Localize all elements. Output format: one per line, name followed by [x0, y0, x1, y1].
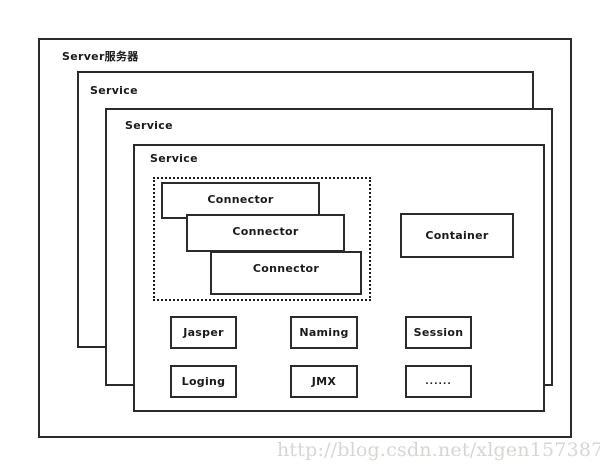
service-frame-1-label: Service — [90, 84, 138, 97]
connector-box-3[interactable]: Connector — [210, 251, 362, 295]
connector-box-1-label: Connector — [207, 193, 274, 206]
component-box-jmx[interactable]: JMX — [290, 365, 358, 398]
component-box-jasper-label: Jasper — [183, 326, 224, 339]
service-frame-3-label: Service — [150, 152, 198, 165]
service-frame-2-label: Service — [125, 119, 173, 132]
component-box-jmx-label: JMX — [311, 375, 337, 388]
connector-box-2-label: Connector — [232, 225, 299, 238]
container-box[interactable]: Container — [400, 213, 514, 258]
component-box-naming-label: Naming — [299, 326, 349, 339]
connector-box-2[interactable]: Connector — [186, 214, 345, 252]
container-box-label: Container — [425, 229, 489, 242]
component-box-naming[interactable]: Naming — [290, 316, 358, 349]
component-box-ellipsis-label: ...... — [425, 376, 452, 387]
watermark-text: http://blog.csdn.net/xlgen157387 — [277, 439, 600, 461]
component-box-ellipsis[interactable]: ...... — [405, 365, 472, 398]
connector-box-3-label: Connector — [252, 262, 320, 275]
component-box-jasper[interactable]: Jasper — [170, 316, 237, 349]
component-box-session-label: Session — [413, 326, 464, 339]
component-box-loging[interactable]: Loging — [170, 365, 237, 398]
component-box-loging-label: Loging — [181, 375, 226, 388]
connector-group — [153, 177, 371, 301]
server-frame-label: Server服务器 — [62, 50, 139, 63]
component-box-session[interactable]: Session — [405, 316, 472, 349]
connector-box-1[interactable]: Connector — [161, 182, 320, 219]
